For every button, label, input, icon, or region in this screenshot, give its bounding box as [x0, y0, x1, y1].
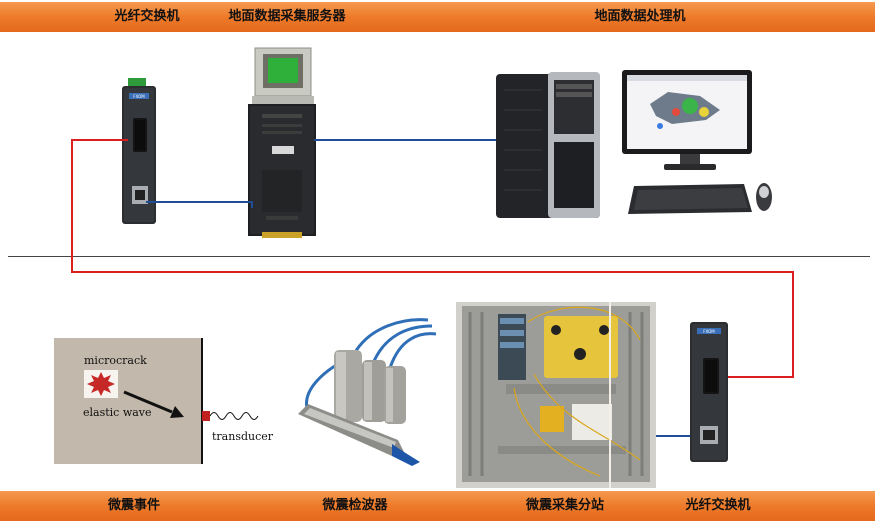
section-divider: [8, 256, 870, 257]
header-bar: 光纤交换机 地面数据采集服务器 地面数据处理机: [0, 2, 875, 32]
label-acquisition-substation: 微震采集分站: [525, 498, 605, 513]
footer-bar: 微震事件 微震检波器 微震采集分站 光纤交换机: [0, 491, 875, 521]
geophones: [298, 318, 437, 466]
acquisition-server: [248, 47, 316, 238]
fiber-switch-bottom: FXOM: [690, 322, 728, 462]
brand-label-bottom: FXOM: [703, 329, 715, 334]
acquisition-substation-cabinet: [456, 302, 656, 488]
transducer-icon: [202, 411, 210, 421]
label-microseismic-event: 微震事件: [107, 498, 161, 513]
transducer-signal: [209, 412, 259, 420]
label-fiber-switch-bottom: 光纤交换机: [685, 498, 751, 513]
label-data-processing-computer: 地面数据处理机: [594, 9, 686, 24]
brand-label-top: FXOM: [133, 94, 145, 99]
elastic-wave-label: elastic wave: [83, 406, 152, 419]
label-fiber-switch-top: 光纤交换机: [114, 9, 180, 24]
label-data-acquisition-server: 地面数据采集服务器: [228, 9, 346, 24]
microseismic-event-panel: [54, 338, 259, 464]
server-monitor-screen: [268, 58, 298, 83]
transducer-label: transducer: [212, 430, 274, 443]
label-microseismic-geophone: 微震检波器: [322, 498, 388, 513]
processing-computer: [496, 70, 772, 218]
fiber-link: [71, 139, 794, 378]
microcrack-icon: [87, 372, 115, 396]
elastic-wave-arrow: [123, 390, 173, 414]
ethernet-switch-to-server: [146, 201, 253, 208]
microcrack-label: microcrack: [84, 354, 147, 367]
fiber-switch-top: FXOM: [122, 78, 156, 224]
